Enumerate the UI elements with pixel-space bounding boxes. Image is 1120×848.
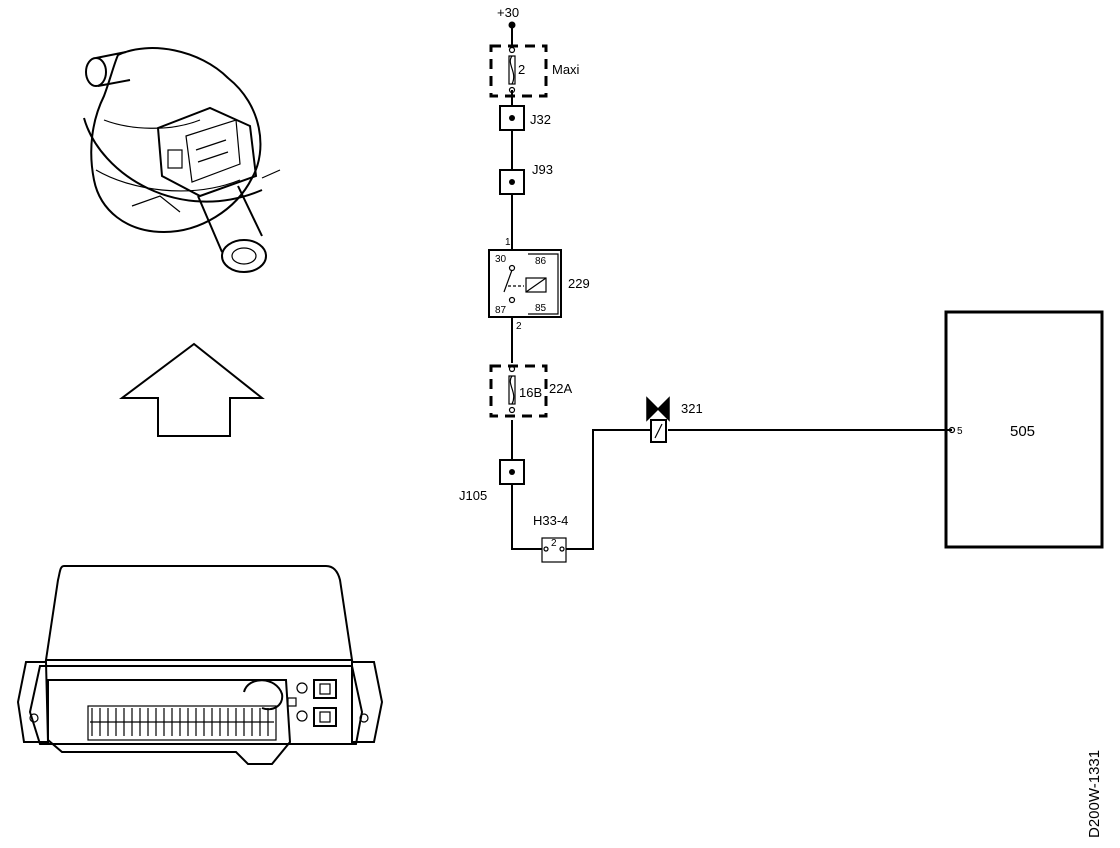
connector-h33-4: 2 H33-4 bbox=[533, 513, 568, 563]
relay-coil bbox=[525, 277, 547, 293]
junction-j105: J105 bbox=[459, 459, 525, 503]
junction-j32-label: J32 bbox=[530, 112, 551, 127]
fuse-maxi: 2 Maxi bbox=[489, 44, 580, 98]
ecu-module-illustration bbox=[16, 565, 384, 765]
wire-segment bbox=[566, 429, 952, 550]
relay-name: 229 bbox=[568, 276, 590, 291]
fuse-maxi-name: Maxi bbox=[552, 62, 580, 77]
junction-j105-label: J105 bbox=[459, 488, 487, 503]
junction-j93-label: J93 bbox=[532, 162, 553, 177]
relay-terminal-30: 30 bbox=[495, 254, 507, 265]
relay-229: 1 30 86 87 85 229 2 bbox=[488, 237, 590, 332]
junction-j93: J93 bbox=[499, 162, 553, 195]
ecu-label: 505 bbox=[1010, 423, 1035, 440]
drawing-code: D200W-1331 bbox=[1086, 750, 1103, 838]
wire-segment bbox=[511, 317, 542, 550]
fuse-22a: 16B 22A bbox=[489, 364, 572, 418]
fuse-22a-name: 22A bbox=[549, 381, 572, 396]
relay-pin-in: 1 bbox=[505, 237, 511, 248]
relay-pin-out: 2 bbox=[516, 321, 522, 332]
connector-h33-4-label: H33-4 bbox=[533, 513, 568, 528]
junction-j32: J32 bbox=[499, 105, 551, 131]
relay-terminal-86: 86 bbox=[535, 256, 547, 267]
fuse-maxi-number: 2 bbox=[518, 62, 525, 77]
purge-valve-illustration bbox=[83, 47, 281, 273]
relay-terminal-85: 85 bbox=[535, 303, 547, 314]
solenoid-valve-321: 321 bbox=[646, 396, 703, 443]
relay-terminal-87: 87 bbox=[495, 305, 507, 316]
connector-h33-4-pin: 2 bbox=[551, 538, 557, 549]
fuse-22a-number: 16B bbox=[519, 385, 542, 400]
ecu-505: 5 505 bbox=[944, 310, 1104, 549]
up-arrow-icon bbox=[119, 342, 265, 437]
relay-switch-contact bbox=[503, 269, 513, 293]
valve-icon bbox=[646, 396, 670, 422]
ecu-pin: 5 bbox=[957, 426, 963, 437]
supply-label: +30 bbox=[497, 5, 519, 20]
valve-label: 321 bbox=[681, 401, 703, 416]
supply-node: +30 bbox=[497, 5, 519, 29]
